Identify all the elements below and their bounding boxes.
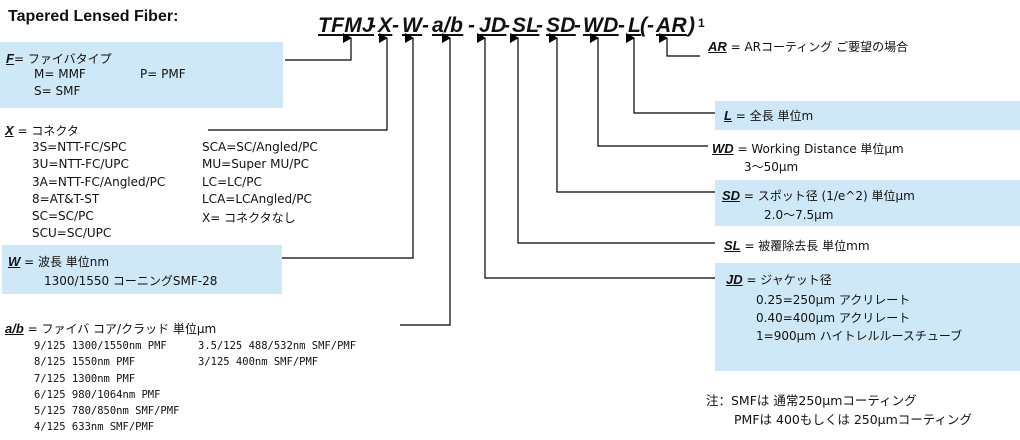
code-separator: - xyxy=(618,14,625,37)
connector-option: LC=LC/PC xyxy=(202,175,262,189)
code-separator: - xyxy=(536,14,543,37)
connector-option: SCU=SC/UPC xyxy=(32,226,112,240)
connector-option: 3U=NTT-FC/UPC xyxy=(32,157,129,171)
connector-sl xyxy=(510,33,715,244)
code-x: X xyxy=(378,14,393,37)
sd-key: SD xyxy=(722,188,741,203)
wavelength-label: W = 波長 単位nm xyxy=(8,253,109,270)
jd-key: JD xyxy=(726,272,743,287)
code-prefix: TFMJ xyxy=(318,14,375,37)
connector-ar xyxy=(659,33,700,57)
connector-option: 8=AT&T-ST xyxy=(32,192,100,206)
footnote-marker: 1 xyxy=(698,16,705,30)
spot-size-range: 2.0～7.5μm xyxy=(764,208,834,222)
connector-f xyxy=(285,33,352,61)
l-text: = 全長 単位m xyxy=(731,109,814,123)
sl-text: = 被覆除去長 単位mm xyxy=(740,239,870,253)
connector-option: 3A=NTT-FC/Angled/PC xyxy=(32,175,166,189)
spot-size-label: SD = スポット径 (1/e^2) 単位μm xyxy=(722,187,915,204)
jacket-diameter-box xyxy=(715,263,1020,371)
jd-text: = ジャケット径 xyxy=(742,273,832,287)
sl-key: SL xyxy=(724,238,741,253)
core-cladding-option: 8/125 1550nm PMF xyxy=(34,356,136,368)
connector-wd xyxy=(590,33,708,147)
connector-label: X = コネクタ xyxy=(5,122,79,139)
connector-option: SCA=SC/Angled/PC xyxy=(202,140,318,154)
connector-sd xyxy=(549,33,715,193)
code-open-paren: ( xyxy=(640,14,647,37)
wavelength-value: 1300/1550 コーニングSMF-28 xyxy=(44,274,218,288)
spot-size-box xyxy=(715,180,1020,226)
ar-text: = ARコーティング ご要望の場合 xyxy=(726,40,909,54)
code-wd: WD xyxy=(583,14,619,37)
coating-note-smf: 注：SMFは 通常250μmコーティング xyxy=(706,393,917,408)
connector-option: X= コネクタなし xyxy=(202,211,296,225)
core-cladding-label: a/b = ファイバ コア/クラッド 単位μm xyxy=(5,320,216,337)
f-key: F xyxy=(6,51,14,66)
coating-note-pmf: PMFは 400もしくは 250μmコーティング xyxy=(734,412,973,427)
connector-option: SC=SC/PC xyxy=(32,209,94,223)
code-ab: a/b xyxy=(432,14,464,37)
ar-label: AR = ARコーティング ご要望の場合 xyxy=(708,38,908,55)
part-number-code: TFMJ - X - W - a/b - JD - SL - SD - WD -… xyxy=(0,6,1020,40)
code-separator: - xyxy=(392,14,399,37)
working-distance-label: WD = Working Distance 単位μm xyxy=(712,140,904,157)
code-sl: SL xyxy=(512,14,540,37)
code-close-paren: ) xyxy=(688,14,695,37)
core-cladding-option: 5/125 780/850nm SMF/PMF xyxy=(34,405,180,417)
code-separator: - xyxy=(422,14,429,37)
code-separator: - xyxy=(647,14,654,37)
fiber-type-pm: P= PMF xyxy=(140,67,186,81)
ab-key: a/b xyxy=(5,321,24,336)
fiber-type-label: F= ファイバタイプ xyxy=(6,50,112,67)
code-separator: - xyxy=(503,14,510,37)
f-text: = ファイバタイプ xyxy=(13,52,112,66)
code-sd: SD xyxy=(546,14,576,37)
core-cladding-option: 7/125 1300nm PMF xyxy=(34,373,136,385)
fiber-type-box xyxy=(0,42,283,108)
working-distance-range: 3～50μm xyxy=(744,160,799,174)
code-separator: - xyxy=(468,14,475,37)
w-key: W xyxy=(8,254,21,269)
fiber-type-sm: S= SMF xyxy=(34,84,81,98)
wd-key: WD xyxy=(712,141,734,156)
x-text: = コネクタ xyxy=(13,124,79,138)
length-label: L = 全長 単位m xyxy=(724,107,813,124)
code-jd: JD xyxy=(479,14,507,37)
w-text: = 波長 単位nm xyxy=(20,255,110,269)
x-key: X xyxy=(5,123,14,138)
connector-option: 3S=NTT-FC/SPC xyxy=(32,140,127,154)
wavelength-box xyxy=(2,245,282,294)
code-l: L xyxy=(628,14,642,37)
connector-l xyxy=(626,33,715,114)
jacket-option: 1=900μm ハイトレルルースチューブ xyxy=(756,329,963,343)
jacket-diameter-label: JD = ジャケット径 xyxy=(726,271,832,288)
core-cladding-option: 9/125 1300/1550nm PMF xyxy=(34,340,167,352)
ab-text: = ファイバ コア/クラッド 単位μm xyxy=(23,322,217,336)
connector-option: LCA=LCAngled/PC xyxy=(202,192,312,206)
strip-length-label: SL = 被覆除去長 単位mm xyxy=(724,237,870,254)
l-key: L xyxy=(724,108,732,123)
code-w: W xyxy=(402,14,423,37)
connector-option: MU=Super MU/PC xyxy=(202,157,309,171)
core-cladding-option: 3/125 400nm SMF/PMF xyxy=(198,356,319,368)
connector-jd xyxy=(477,33,715,279)
length-box xyxy=(715,101,1020,130)
sd-text: = スポット径 (1/e^2) 単位μm xyxy=(740,189,915,203)
connector-ab xyxy=(400,33,451,326)
jacket-option: 0.25=250μm アクリレート xyxy=(756,293,911,307)
core-cladding-option: 4/125 633nm SMF/PMF xyxy=(34,421,155,433)
connector-x xyxy=(208,33,388,131)
code-separator: - xyxy=(574,14,581,37)
code-separator: - xyxy=(369,14,376,37)
diagram-title: Tapered Lensed Fiber: xyxy=(8,8,179,25)
core-cladding-option: 6/125 980/1064nm PMF xyxy=(34,389,161,401)
core-cladding-option: 3.5/125 488/532nm SMF/PMF xyxy=(198,340,357,352)
code-ar: AR xyxy=(656,14,687,37)
ar-key: AR xyxy=(708,39,727,54)
wd-text: = Working Distance 単位μm xyxy=(733,142,904,156)
fiber-type-mm: M= MMF xyxy=(34,67,86,81)
jacket-option: 0.40=400μm アクリレート xyxy=(756,311,911,325)
